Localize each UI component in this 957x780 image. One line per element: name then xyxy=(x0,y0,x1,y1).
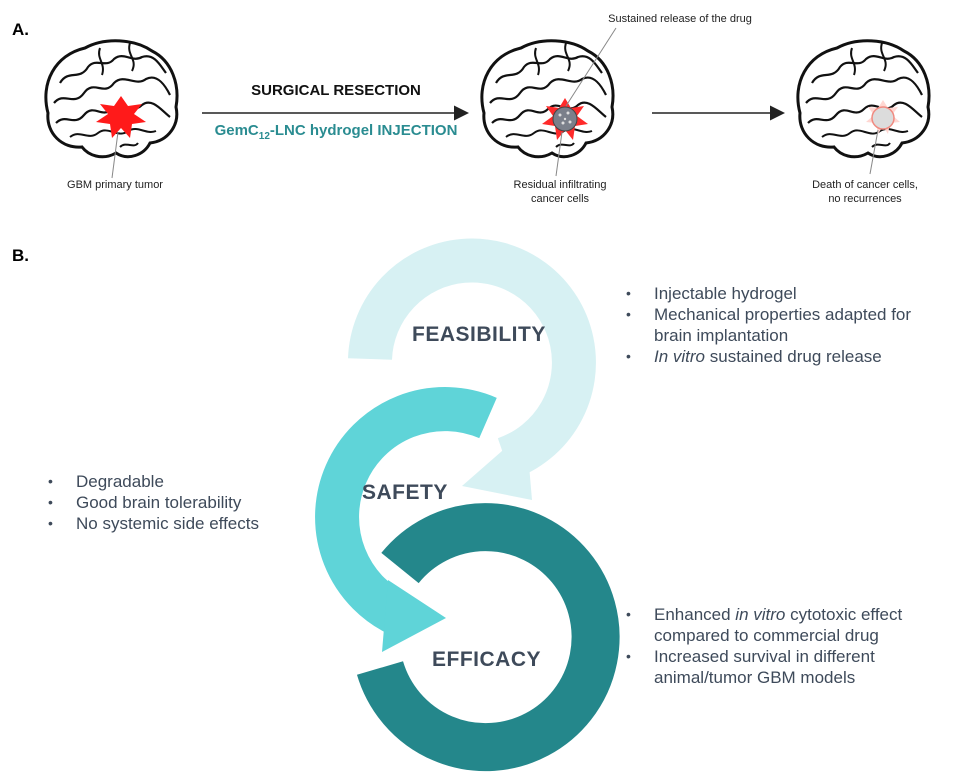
list-item-text: Mechanical properties adapted for brain … xyxy=(654,305,912,345)
list-item-text: cytotoxic effect compared to commercial … xyxy=(654,605,903,645)
brain1-caption: GBM primary tumor xyxy=(67,179,163,191)
panel-a-label: A. xyxy=(12,20,29,39)
tumor-star-icon xyxy=(96,96,146,138)
list-item-pre: Enhanced xyxy=(654,605,736,624)
brain-icon xyxy=(480,39,615,159)
list-item: Good brain tolerability xyxy=(44,492,304,513)
hydrogel-cavity-icon xyxy=(542,98,588,140)
step-hydrogel-injection-post: -LNC hydrogel INJECTION xyxy=(269,122,458,139)
efficacy-label: EFFICACY xyxy=(432,648,541,671)
feasibility-points: Injectable hydrogel Mechanical propertie… xyxy=(622,283,952,367)
list-item-text: Injectable hydrogel xyxy=(654,284,797,303)
brain-icon xyxy=(44,39,179,159)
death-cells-caption: Death of cancer cells, no recurrences xyxy=(790,178,940,206)
list-item-italic: In vitro xyxy=(654,347,706,366)
residual-cells-caption: Residual infiltrating cancer cells xyxy=(490,178,630,206)
list-item-text: Good brain tolerability xyxy=(76,493,242,512)
list-item-text: No systemic side effects xyxy=(76,514,259,533)
residual-cells-caption-line1: Residual infiltrating xyxy=(513,179,607,191)
sustained-release-caption: Sustained release of the drug xyxy=(608,13,752,25)
residual-cells-caption-line2: cancer cells xyxy=(530,193,590,205)
brain-icon xyxy=(796,39,931,159)
step-surgical-resection: SURGICAL RESECTION xyxy=(251,82,421,99)
feasibility-label: FEASIBILITY xyxy=(412,323,546,346)
panel-b-label: B. xyxy=(12,246,29,265)
list-item-italic: in vitro xyxy=(735,605,786,624)
death-cells-caption-line1: Death of cancer cells, xyxy=(812,179,918,191)
cycle-arrow-icon xyxy=(315,387,497,652)
list-item: Enhanced in vitro cytotoxic effect compa… xyxy=(622,604,952,646)
safety-points: Degradable Good brain tolerability No sy… xyxy=(44,471,304,534)
cycle-arrow-icon xyxy=(348,238,596,500)
cycle-arrow-icon xyxy=(356,503,620,772)
list-item: Increased survival in different animal/t… xyxy=(622,646,952,688)
list-item: Injectable hydrogel xyxy=(622,283,952,304)
list-item: In vitro sustained drug release xyxy=(622,346,952,367)
list-item-text: sustained drug release xyxy=(705,347,882,366)
list-item: Mechanical properties adapted for brain … xyxy=(622,304,952,346)
efficacy-points: Enhanced in vitro cytotoxic effect compa… xyxy=(622,604,952,688)
list-item-text: Increased survival in different animal/t… xyxy=(654,647,875,687)
step-hydrogel-injection: GemC12-LNC hydrogel INJECTION xyxy=(196,122,476,142)
list-item: Degradable xyxy=(44,471,304,492)
list-item-text: Degradable xyxy=(76,472,164,491)
safety-label: SAFETY xyxy=(362,481,448,504)
death-cells-caption-line2: no recurrences xyxy=(828,193,902,205)
list-item: No systemic side effects xyxy=(44,513,304,534)
step-hydrogel-injection-sub: 12 xyxy=(258,131,270,142)
step-hydrogel-injection-pre: GemC xyxy=(214,122,259,139)
